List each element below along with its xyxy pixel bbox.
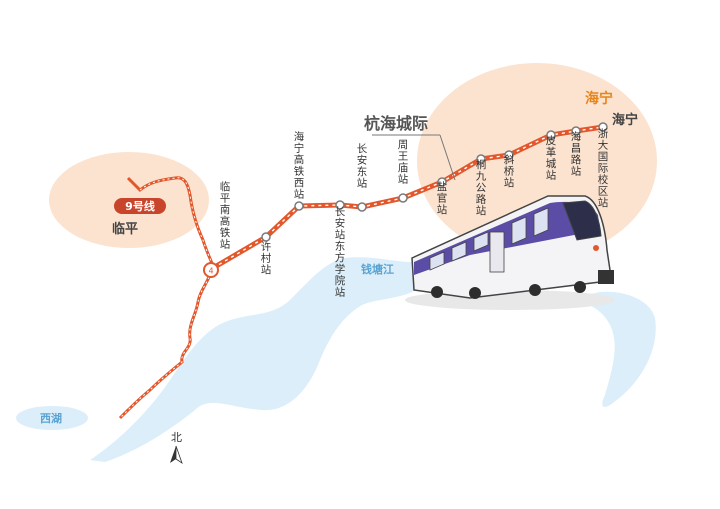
train-windshield (562, 200, 602, 241)
qiantang-river (90, 257, 420, 462)
interchange-number: 4 (208, 267, 213, 276)
region-haining: 海宁 (612, 112, 638, 128)
station-labels: 临平南高铁站许村站 海宁高铁西站长安站东方学院站 长安东站 周王庙站盐官站 桐九公路站 斜… (220, 128, 609, 299)
train-illustration (405, 195, 615, 310)
station-label-9[interactable]: 皮革城站 (546, 134, 557, 182)
station-dot-xucun[interactable] (261, 232, 271, 242)
station-dot-xieqiao[interactable] (504, 150, 514, 160)
station-label-11[interactable]: 浙大国际校区站 (598, 128, 609, 209)
station-label-1[interactable]: 许村站 (261, 240, 272, 276)
station-dots (261, 122, 608, 242)
station-dot-haichang[interactable] (571, 126, 581, 136)
train-coupler (598, 270, 614, 284)
train-door (489, 231, 505, 273)
station-label-2[interactable]: 海宁高铁西站 (294, 130, 305, 201)
qiantang-river-east (560, 291, 656, 407)
line-title: 杭海城际 (364, 114, 428, 133)
station-dot-changan[interactable] (335, 200, 345, 210)
region-haining-orange: 海宁 (585, 90, 613, 107)
station-label-7[interactable]: 桐九公路站 (476, 158, 487, 217)
station-label-0[interactable]: 临平南高铁站 (220, 180, 231, 251)
line-9-badge-label: 9号线 (125, 199, 155, 213)
station-label-6[interactable]: 盐官站 (437, 180, 448, 216)
region-qiantang-river: 钱塘江 (361, 262, 394, 276)
train-headlight (593, 245, 599, 251)
station-dot-tongjiu[interactable] (476, 154, 486, 164)
station-dot-haining-west[interactable] (294, 201, 304, 211)
station-label-10[interactable]: 海昌路站 (571, 130, 582, 178)
train-windows (429, 207, 549, 271)
north-arrow-icon-half (175, 445, 183, 464)
region-west-lake: 西湖 (40, 411, 62, 425)
station-dot-changan-east[interactable] (357, 202, 367, 212)
linping-south-interchange[interactable] (203, 262, 219, 278)
station-label-8[interactable]: 斜桥站 (504, 153, 515, 189)
station-dot-zhouwangmiao[interactable] (398, 193, 408, 203)
train-wheels (431, 281, 586, 299)
title-leader (439, 134, 456, 181)
station-label-5[interactable]: 周王庙站 (398, 139, 409, 186)
line-9-badge (114, 198, 166, 214)
west-lake-shape (16, 406, 88, 430)
station-dot-zju-intl[interactable] (598, 122, 608, 132)
station-label-3[interactable]: 长安站东方学院站 (335, 206, 346, 299)
north-arrow-icon (170, 446, 176, 463)
north-label: 北 (171, 431, 182, 444)
region-linping: 临平 (112, 221, 138, 237)
station-dot-pigecheng[interactable] (546, 130, 556, 140)
station-label-4[interactable]: 长安东站 (357, 143, 368, 190)
station-dot-yanguan[interactable] (437, 177, 447, 187)
